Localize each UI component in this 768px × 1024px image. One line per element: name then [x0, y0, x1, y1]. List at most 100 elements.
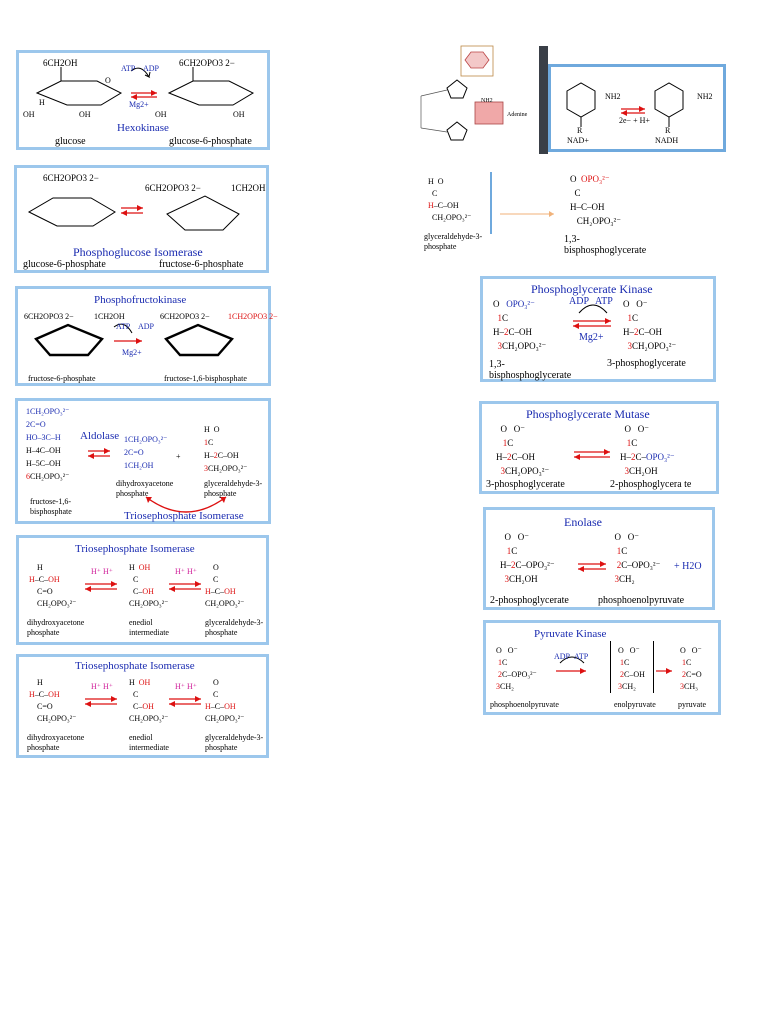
aldolase-arrows — [88, 448, 227, 513]
panel-hexokinase: 6CH2OH 6CH2OPO3 2− ATP ADP Mg2+ O H OH O… — [16, 50, 270, 150]
pk-label-a: phosphoenolpyruvate — [490, 700, 559, 709]
enolase-right-label: phosphoenolpyruvate — [598, 595, 685, 606]
glucose-o-label: O — [105, 76, 111, 85]
gapdh-divider — [490, 172, 492, 234]
pk-pyr-struct: O O⁻ 1C 2C=O 3CH₃ — [676, 646, 702, 691]
nad-nadh-rings — [566, 82, 684, 127]
nadh-nh2: NH2 — [697, 92, 713, 101]
plus-sign: + — [176, 452, 181, 461]
tpi1-protons-2: H⁺ H⁺ — [175, 567, 197, 576]
pgi-right-label: fructose-6-phosphate — [159, 259, 244, 270]
pgi-right-top: 6CH2OPO3 2− — [145, 183, 201, 193]
tpi1-label-c: glyceraldehyde-3-phosphate — [205, 618, 264, 637]
panel-nad-nadh: NH2 NH2 R R 2e− + H+ NAD+ NADH — [548, 64, 726, 152]
pfk-right-label: fructose-1,6-bisphosphate — [164, 374, 247, 383]
tpi2-label-b: enediol intermediate — [129, 733, 169, 752]
hk-mg-label: Mg2+ — [129, 100, 149, 109]
pgk-title: Phosphoglycerate Kinase — [531, 282, 653, 296]
glucose-oh-label-2: OH — [79, 110, 91, 119]
adenine-nh2: NH2 — [481, 98, 493, 104]
tpi1-arrows — [85, 581, 201, 592]
glucose-h-label: H — [39, 98, 45, 107]
fbp-structure: 1CH₂OPO₃²⁻ 2C=O HO–3C–H H–4C–OH H–5C–OH … — [26, 407, 70, 481]
pgk-arrows — [573, 304, 611, 329]
pk-enol-struct: O O⁻ 1C 2C–OH 3CH₂ — [614, 646, 645, 691]
panel-pyruvate-kinase: Pyruvate Kinase O O⁻ 1C 2C–OPO₃²⁻ 3CH₂ O… — [483, 620, 721, 715]
hexokinase-diagram — [35, 67, 255, 106]
adenine-label: Adenine — [507, 112, 528, 118]
nad-dinucleotide-diagram — [420, 45, 504, 141]
g6p-oh-label-1: OH — [155, 110, 167, 119]
enolase-arrows — [578, 561, 606, 572]
pfk-diagram — [34, 323, 235, 357]
pgi-left-top: 6CH2OPO3 2− — [43, 173, 99, 183]
tpi2-label-c: glyceraldehyde-3-phosphate — [205, 733, 264, 752]
g6p-label: glucose-6-phosphate — [169, 136, 252, 147]
glucose-c6-label: 6CH2OH — [43, 58, 78, 68]
pgk-atp: ATP — [595, 296, 613, 307]
panel-phosphoglucose-isomerase: 6CH2OPO3 2− 6CH2OPO3 2− 1CH2OH Phosphogl… — [14, 165, 269, 273]
enolase-left-label: 2-phosphoglycerate — [490, 595, 569, 606]
pgm-title: Phosphoglycerate Mutase — [526, 407, 650, 421]
tpi-label: Triosephosphate Isomerase — [124, 510, 244, 522]
g6p-oh-label-2: OH — [233, 110, 245, 119]
pfk-right-top2: 1CH2OPO3 2− — [228, 312, 278, 321]
fbp-label: fructose-1,6-bisphosphate — [30, 497, 72, 516]
pfk-right-top: 6CH2OPO3 2− — [160, 312, 210, 321]
tpi2-label-a: dihydroxyacetone phosphate — [27, 733, 85, 752]
gap-label: glyceraldehyde-3-phosphate — [204, 479, 263, 498]
nad-r: R — [577, 126, 583, 135]
pfk-atp: ATP — [116, 322, 131, 331]
pk-arrows — [556, 656, 672, 674]
tpi2-arrows — [85, 696, 201, 707]
pk-label-b: enolpyruvate — [614, 700, 656, 709]
tpi1-title: Triosephosphate Isomerase — [75, 543, 195, 555]
dhap-structure: 1CH₂OPO₃²⁻ 2C=O 1CH₂OH — [124, 435, 168, 470]
pgk-mg: Mg2+ — [579, 332, 604, 343]
tpi1-label-a: dihydroxyacetone phosphate — [27, 618, 85, 637]
gapdh-left-label: glyceraldehyde-3-phosphate — [424, 232, 483, 251]
glucose-label: glucose — [55, 136, 86, 147]
pfk-left-top: 6CH2OPO3 2− — [24, 312, 74, 321]
pgi-left-label: glucose-6-phosphate — [23, 259, 106, 270]
pgi-diagram — [27, 195, 240, 231]
nadh-label: NADH — [655, 136, 679, 145]
pk-pep-struct: O O⁻ 1C 2C–OPO₃²⁻ 3CH₂ — [492, 646, 537, 691]
nad-divider — [539, 46, 548, 154]
pfk-title: Phosphofructokinase — [94, 294, 187, 306]
nad-nh2: NH2 — [605, 92, 621, 101]
tpi2-title: Triosephosphate Isomerase — [75, 660, 195, 672]
nad-label: NAD+ — [567, 136, 589, 145]
gapdh-arrow — [500, 211, 554, 217]
tpi2-protons-2: H⁺ H⁺ — [175, 682, 197, 691]
aldolase-title: Aldolase — [80, 430, 120, 442]
pgk-right-label: 3-phosphoglycerate — [607, 358, 686, 369]
pgm-arrows — [574, 449, 610, 460]
enolase-title: Enolase — [564, 515, 602, 529]
hexokinase-title: Hexokinase — [117, 122, 169, 134]
pk-bracket — [610, 641, 654, 693]
enolase-right-struct: O O⁻ 1C 2C–OPO₃²⁻ 3CH₂ — [610, 532, 661, 584]
hk-atp-label: ATP — [121, 64, 136, 73]
tpi2-protons-1: H⁺ H⁺ — [91, 682, 113, 691]
pfk-adp: ADP — [138, 322, 155, 331]
electron-eq: 2e− + H+ — [619, 116, 650, 125]
nadh-r: R — [665, 126, 671, 135]
